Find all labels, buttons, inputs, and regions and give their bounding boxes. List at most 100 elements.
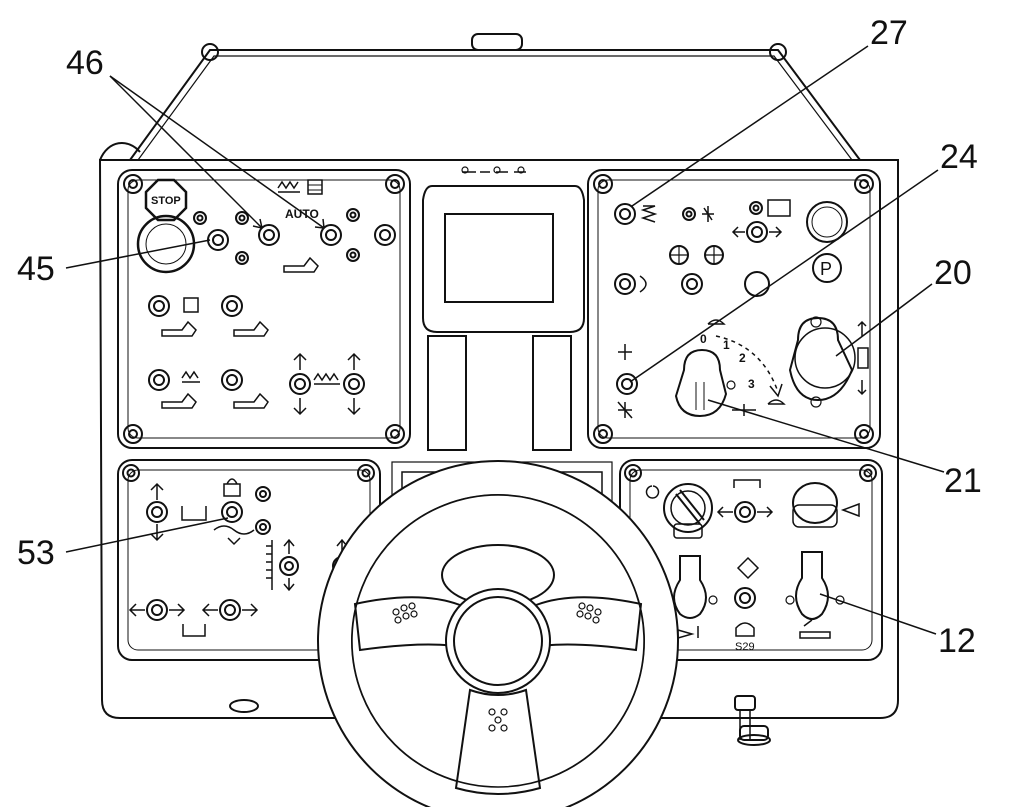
leader-21 [707,399,945,473]
switch-up-down-mid[interactable] [279,538,299,592]
switch-small[interactable] [193,211,207,225]
corner-screw [123,424,143,444]
center-display-unit [422,166,585,451]
switch-small[interactable] [235,251,249,265]
push-button-large[interactable] [792,482,838,528]
spoke-dots-right [576,602,602,624]
callout-45: 45 [17,250,55,288]
switch-27[interactable] [614,203,636,225]
brush-icon [799,619,831,639]
switch-heater[interactable] [148,369,170,391]
hand-icon [233,392,269,409]
switch-up-down[interactable] [146,482,168,542]
differential-lock-icon [732,404,756,416]
lamp-icon [639,275,647,293]
float-icon [213,525,255,546]
heater-icon [181,370,200,383]
steering-wheel[interactable] [317,460,679,807]
corner-screw [859,464,877,482]
s29-label: S29 [735,641,755,653]
light-sensor-left [669,245,689,265]
gear-0: 0 [700,332,707,346]
display-screen[interactable] [444,213,554,303]
corner-screw [385,424,405,444]
turtle-icon [707,319,726,325]
switch-right-up-down[interactable] [343,352,365,416]
spring-icon [640,205,658,223]
leader-46a [109,75,263,229]
switch-auto[interactable] [320,224,342,246]
switch-24[interactable] [616,373,638,395]
gear-arrow [769,383,783,398]
switch-left-right-b[interactable] [201,599,259,621]
callout-21: 21 [944,462,982,500]
switch-left-right-a[interactable] [128,599,186,621]
leader-45 [65,239,211,269]
switch-left-up-down[interactable] [289,352,311,416]
corner-screw [593,424,613,444]
gear-selector-21[interactable] [674,348,736,418]
key-icon [645,485,660,499]
gear-arc [715,335,779,393]
column-right [532,335,572,451]
corner-screw [385,174,405,194]
leader-46b [109,75,325,229]
light-sensor-right [704,245,724,265]
top-hood [99,33,861,161]
gear-1: 1 [723,338,730,352]
rotary-knob-left[interactable] [673,555,718,619]
switch-small[interactable] [749,201,763,215]
rotary-knob-12[interactable] [785,551,845,620]
seat-icon [735,622,755,637]
heater-icon [277,180,300,193]
leader-53 [65,517,229,553]
pilot-lamp [744,271,770,297]
switch-fastforward[interactable] [374,224,396,246]
column-left [427,335,467,451]
corner-screw [593,174,613,194]
cigarette-lighter-20[interactable] [788,316,856,408]
panel-top-right: P 0 1 2 3 [587,169,881,449]
switch-left-right[interactable] [731,221,783,243]
switch-light[interactable] [614,273,636,295]
grid-icon [183,297,199,313]
auto-label: AUTO [285,207,319,221]
switch-46a[interactable] [207,229,229,251]
corner-screw [854,174,874,194]
corner-screw [357,464,375,482]
switch-46b[interactable] [258,224,280,246]
switch-hazard[interactable] [681,273,703,295]
lock-icon [223,478,241,497]
hand-icon [161,320,197,337]
switch-53[interactable] [221,501,243,523]
hand-icon [233,320,269,337]
loader-icon [182,624,206,637]
stop-button[interactable] [136,178,196,274]
ruler-icon [266,540,273,590]
switch-small[interactable] [346,248,360,262]
switch-small[interactable] [346,208,360,222]
corner-screw [624,464,642,482]
rotation-icon [736,556,760,580]
switch-hand-2[interactable] [221,369,243,391]
main-housing [98,159,899,746]
fan-icon [618,344,632,360]
switch-left-right-cab[interactable] [716,501,774,523]
gear-3: 3 [748,377,755,391]
leader-lines [65,45,945,635]
switch-grid[interactable] [148,295,170,317]
switch-small[interactable] [235,211,249,225]
callout-20: 20 [934,254,972,292]
bucket-icon [733,479,761,488]
ignition-key-switch[interactable] [663,483,713,539]
switch-small[interactable] [682,207,696,221]
leader-27 [631,45,869,207]
lamp-small [255,519,271,535]
switch-s29[interactable] [734,587,756,609]
callout-27: 27 [870,14,908,52]
round-indicator [806,201,848,243]
fan-off-icon [617,401,633,419]
switch-hand[interactable] [221,295,243,317]
callout-12: 12 [938,622,976,660]
callout-24: 24 [940,138,978,176]
